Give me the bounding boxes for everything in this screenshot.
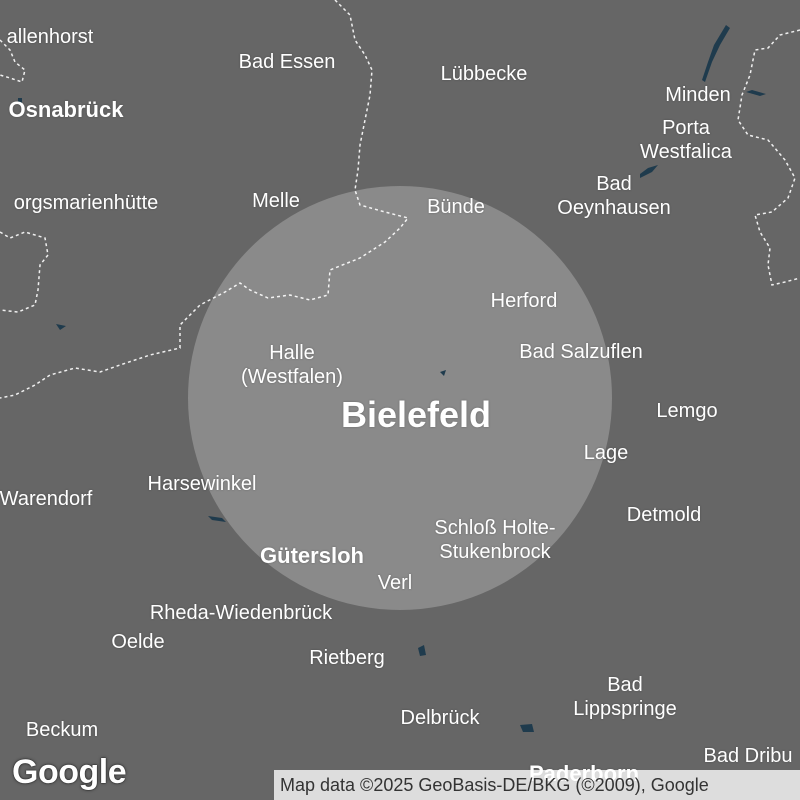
city-label-guetersloh[interactable]: Gütersloh (260, 543, 364, 568)
map-attribution[interactable]: Map data ©2025 GeoBasis-DE/BKG (©2009), … (274, 770, 800, 800)
river (640, 165, 658, 178)
city-label-lemgo[interactable]: Lemgo (656, 400, 718, 422)
city-label-halle-westfalen[interactable]: Halle (Westfalen) (241, 342, 343, 388)
lake (418, 645, 426, 656)
city-label-herford[interactable]: Herford (490, 290, 558, 312)
river (702, 25, 730, 82)
city-label-bad-lippspringe[interactable]: Bad Lippspringe (573, 674, 677, 720)
river (746, 90, 766, 96)
city-label-lage[interactable]: Lage (583, 442, 629, 464)
city-label-warendorf[interactable]: Warendorf (0, 488, 93, 510)
city-label-harsewinkel[interactable]: Harsewinkel (147, 473, 257, 495)
google-logo: Google (12, 753, 127, 791)
city-label-osnabrueck[interactable]: Osnabrück (8, 97, 124, 122)
city-label-oelde[interactable]: Oelde (111, 631, 165, 653)
city-label-detmold[interactable]: Detmold (626, 504, 702, 526)
city-label-bielefeld[interactable]: Bielefeld (340, 394, 492, 435)
city-label-rietberg[interactable]: Rietberg (309, 647, 385, 669)
lake (520, 724, 534, 732)
city-label-bad-oeynhausen[interactable]: Bad Oeynhausen (557, 173, 671, 219)
city-label-delbrueck[interactable]: Delbrück (400, 707, 480, 729)
lake (440, 370, 446, 376)
lake (208, 516, 226, 522)
radius-circle (188, 186, 612, 610)
border-lines (0, 0, 800, 399)
city-label-buende[interactable]: Bünde (427, 196, 485, 218)
city-label-bad-essen[interactable]: Bad Essen (238, 51, 336, 73)
city-label-bad-driburg[interactable]: Bad Dribu (703, 745, 793, 767)
water-features (18, 25, 766, 732)
city-label-allenhorst[interactable]: allenhorst (6, 26, 94, 48)
city-label-verl[interactable]: Verl (377, 572, 413, 594)
city-label-luebbecke[interactable]: Lübbecke (440, 63, 528, 85)
city-label-melle[interactable]: Melle (252, 190, 300, 212)
city-label-georgsmarienhuette[interactable]: orgsmarienhütte (13, 192, 159, 214)
city-label-rheda-wiedenbrueck[interactable]: Rheda-Wiedenbrück (149, 602, 333, 624)
city-label-minden[interactable]: Minden (665, 84, 731, 106)
city-label-schloss-holte-stukenbrock[interactable]: Schloß Holte-Stukenbrock (434, 517, 556, 563)
city-label-bad-salzuflen[interactable]: Bad Salzuflen (519, 341, 643, 363)
lake (56, 324, 66, 330)
city-label-beckum[interactable]: Beckum (25, 719, 99, 741)
city-label-porta-westfalica[interactable]: Porta Westfalica (640, 117, 732, 163)
lake (18, 98, 22, 104)
